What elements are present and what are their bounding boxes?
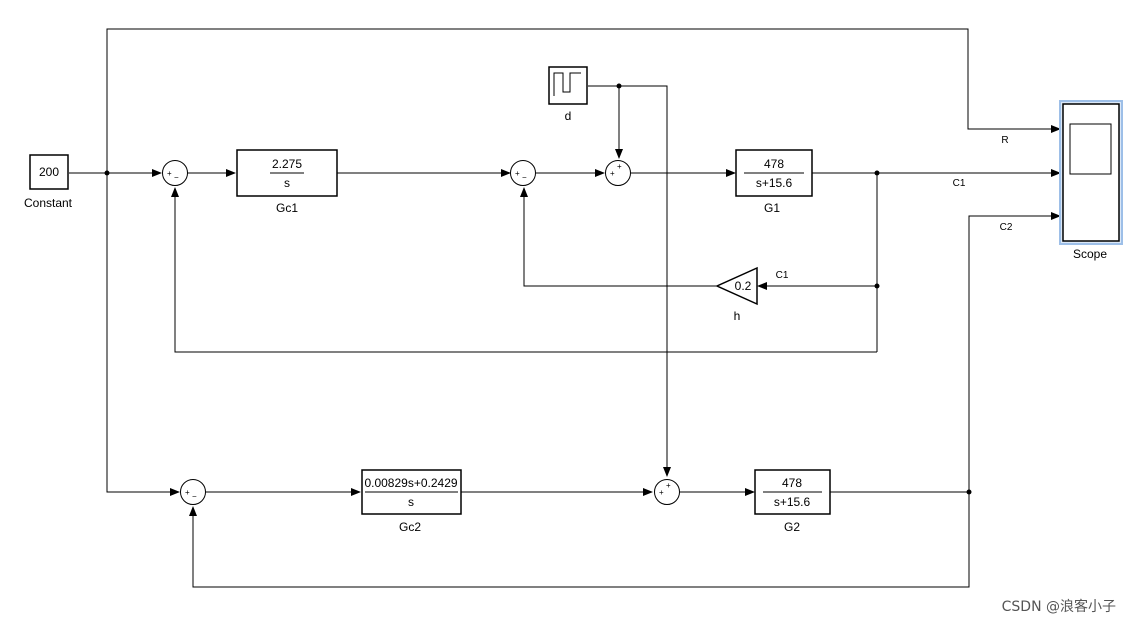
gc2-denominator: s — [408, 495, 414, 509]
svg-text:−: − — [174, 173, 179, 182]
h-gain-value: 0.2 — [735, 279, 752, 293]
g2-block[interactable]: 478 s+15.6 — [754, 469, 831, 515]
g1-label: G1 — [764, 201, 780, 215]
junction-dots — [104, 83, 972, 495]
g2-denominator: s+15.6 — [774, 495, 811, 509]
sum-junction-5[interactable]: + + — [654, 479, 680, 505]
svg-text:+: + — [515, 169, 520, 178]
gc1-label: Gc1 — [276, 201, 298, 215]
g1-numerator: 478 — [764, 157, 784, 171]
svg-text:−: − — [192, 492, 197, 501]
gc1-numerator: 2.275 — [272, 157, 302, 171]
h-gain-block[interactable]: 0.2 — [715, 266, 758, 306]
sum-junction-3[interactable]: + + — [605, 160, 631, 186]
g2-numerator: 478 — [782, 476, 802, 490]
g2-label: G2 — [784, 520, 800, 534]
signal-label-c2: C2 — [1000, 222, 1013, 233]
d-pulse-block[interactable] — [548, 66, 588, 105]
sum-junction-4[interactable]: + − — [180, 479, 206, 505]
gc2-numerator: 0.00829s+0.2429 — [364, 476, 457, 490]
svg-text:+: + — [659, 488, 664, 497]
sum-junction-1[interactable]: + − — [162, 160, 188, 186]
svg-text:+: + — [185, 488, 190, 497]
scope-block[interactable] — [1059, 100, 1123, 245]
gc1-denominator: s — [284, 176, 290, 190]
signal-label-c1-feedback: C1 — [776, 270, 789, 281]
scope-screen-icon — [1069, 123, 1112, 175]
h-label: h — [734, 309, 741, 323]
d-label: d — [565, 109, 572, 123]
gc2-block[interactable]: 0.00829s+0.2429 s — [361, 469, 462, 515]
svg-text:+: + — [666, 481, 671, 490]
signal-label-r: R — [1001, 135, 1008, 146]
watermark: CSDN @浪客小子 — [1002, 598, 1116, 615]
gc2-label: Gc2 — [399, 520, 421, 534]
constant-value: 200 — [39, 165, 59, 179]
scope-label: Scope — [1073, 247, 1107, 261]
svg-text:+: + — [610, 169, 615, 178]
constant-block[interactable]: 200 — [29, 154, 69, 190]
g1-block[interactable]: 478 s+15.6 — [735, 149, 813, 197]
constant-label: Constant — [24, 196, 73, 210]
signal-lines — [69, 28, 1061, 588]
svg-text:+: + — [617, 162, 622, 171]
pulse-icon — [553, 72, 581, 96]
svg-text:−: − — [522, 173, 527, 182]
signal-label-c1: C1 — [953, 178, 966, 189]
gc1-block[interactable]: 2.275 s — [236, 149, 338, 197]
g1-denominator: s+15.6 — [756, 176, 793, 190]
sum-junction-2[interactable]: + − — [510, 160, 536, 186]
svg-text:+: + — [167, 169, 172, 178]
